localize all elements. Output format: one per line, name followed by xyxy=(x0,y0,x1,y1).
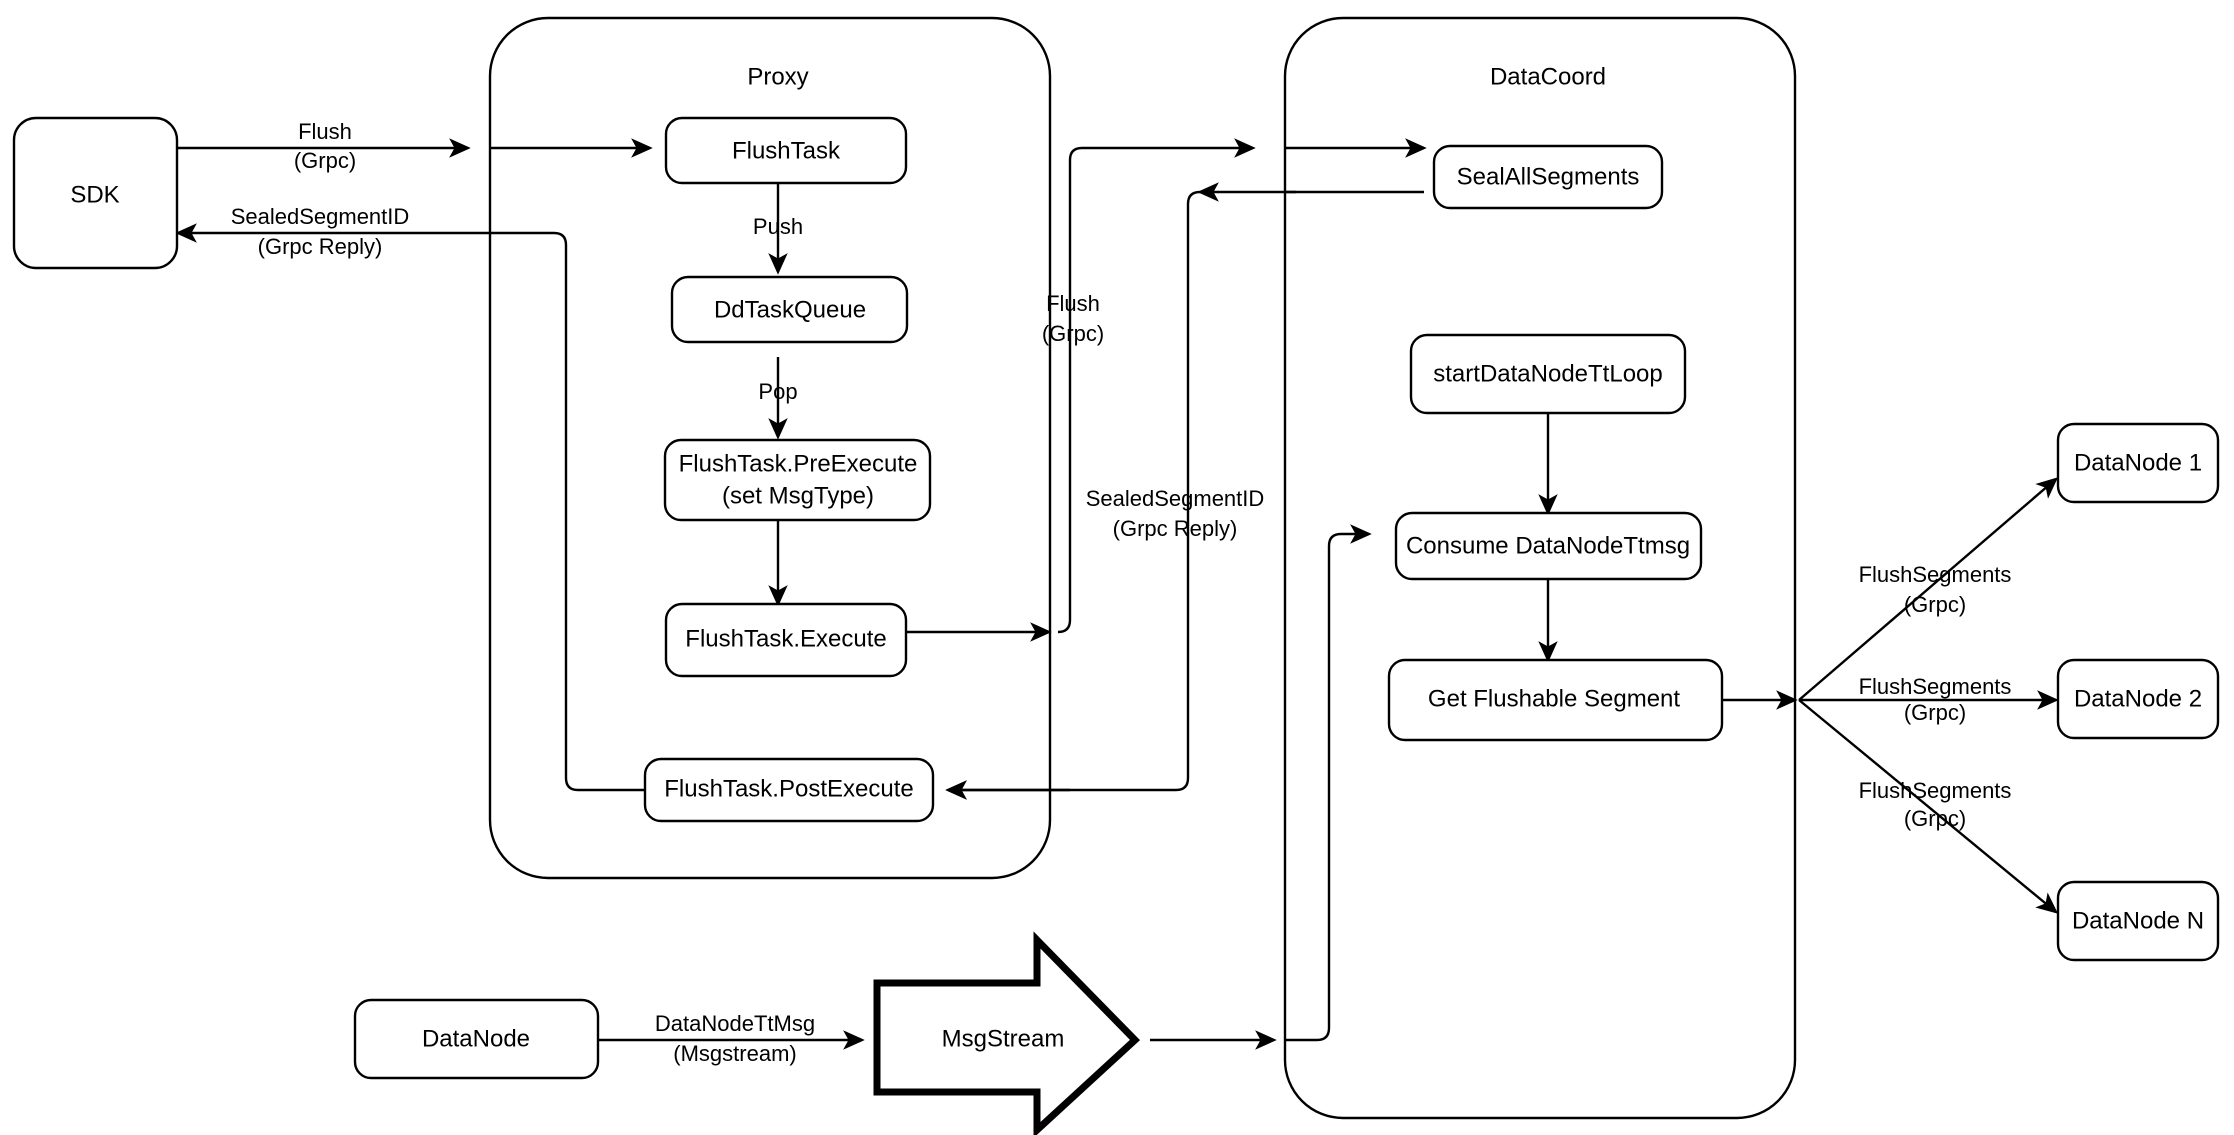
edge-label-coord-reply-line1: SealedSegmentID xyxy=(1086,486,1265,511)
edge-label-proxy-flush-line2: (Grpc) xyxy=(1042,321,1104,346)
node-consume-datanode-ttmsg-label: Consume DataNodeTtmsg xyxy=(1406,532,1690,559)
edge-label-push: Push xyxy=(753,214,803,239)
edge-label-datanodettmsg-line2: (Msgstream) xyxy=(673,1041,796,1066)
edge-label-flushsegments-2-line1: FlushSegments xyxy=(1859,674,2012,699)
node-flushtask-preexecute-label-line2: (set MsgType) xyxy=(722,482,874,509)
node-seal-all-segments-label: SealAllSegments xyxy=(1457,163,1640,190)
node-datanode-n-label: DataNode N xyxy=(2072,907,2204,934)
node-get-flushable-segment[interactable] xyxy=(1387,658,1724,742)
node-start-datanode-tt-loop-label: startDataNodeTtLoop xyxy=(1433,360,1662,387)
node-start-datanode-tt-loop[interactable] xyxy=(1409,333,1687,415)
node-flushtask-execute-label: FlushTask.Execute xyxy=(685,625,886,652)
edge-label-sealedsegmentid-line2: (Grpc Reply) xyxy=(258,234,383,259)
node-flushtask-postexecute[interactable] xyxy=(643,757,935,823)
node-flushtask-preexecute-label-line1: FlushTask.PreExecute xyxy=(679,450,918,477)
group-proxy-label: Proxy xyxy=(747,63,808,90)
node-consume-datanode-ttmsg[interactable] xyxy=(1394,511,1703,581)
edge-postexecute-to-sdk xyxy=(175,223,645,792)
node-datanode-2-label: DataNode 2 xyxy=(2074,685,2202,712)
node-dd-task-queue-label: DdTaskQueue xyxy=(714,296,866,323)
node-datanode-1-label: DataNode 1 xyxy=(2074,449,2202,476)
node-datanode-source[interactable] xyxy=(353,998,600,1080)
node-flushtask-preexecute[interactable] xyxy=(663,438,932,522)
node-sdk-label: SDK xyxy=(70,181,119,208)
node-msgstream-label: MsgStream xyxy=(942,1025,1065,1052)
node-flush-task-label: FlushTask xyxy=(732,137,841,164)
node-datanode-source-label: DataNode xyxy=(422,1025,530,1052)
node-flush-task[interactable] xyxy=(664,116,908,185)
edge-label-flushsegments-1-line2: (Grpc) xyxy=(1904,592,1966,617)
node-get-flushable-segment-label: Get Flushable Segment xyxy=(1428,685,1680,712)
node-seal-all-segments[interactable] xyxy=(1432,144,1664,210)
node-msgstream[interactable] xyxy=(873,931,1141,1135)
edge-proxy-to-datacoord-flush xyxy=(1057,138,1256,634)
edge-label-datanodettmsg-line1: DataNodeTtMsg xyxy=(655,1011,815,1036)
node-datanode-2[interactable] xyxy=(2056,658,2220,740)
node-sdk[interactable] xyxy=(12,116,179,270)
edge-label-coord-reply-line2: (Grpc Reply) xyxy=(1113,516,1238,541)
edge-label-flush-grpc-line2: (Grpc) xyxy=(294,148,356,173)
edge-label-pop: Pop xyxy=(758,379,797,404)
edge-label-flushsegments-n-line2: (Grpc) xyxy=(1904,806,1966,831)
edge-junction-to-datanode-1 xyxy=(1798,477,2059,701)
edge-datacoord-to-postexecute xyxy=(945,190,1201,800)
node-dd-task-queue[interactable] xyxy=(670,275,909,344)
edge-label-flushsegments-1-line1: FlushSegments xyxy=(1859,562,2012,587)
node-flushtask-execute[interactable] xyxy=(664,602,908,678)
edge-label-proxy-flush-line1: Flush xyxy=(1046,291,1100,316)
node-flushtask-postexecute-label: FlushTask.PostExecute xyxy=(664,775,913,802)
node-datanode-n[interactable] xyxy=(2056,880,2220,962)
edge-label-sealedsegmentid-line1: SealedSegmentID xyxy=(231,204,410,229)
group-datacoord-label: DataCoord xyxy=(1490,63,1606,90)
edge-label-flushsegments-n-line1: FlushSegments xyxy=(1859,778,2012,803)
edge-datacoord-boundary-to-consume xyxy=(1285,524,1372,1042)
edge-junction-to-datanode-n xyxy=(1798,699,2059,914)
edge-label-flush-grpc-line1: Flush xyxy=(298,119,352,144)
node-datanode-1[interactable] xyxy=(2056,422,2220,504)
edge-label-flushsegments-2-line2: (Grpc) xyxy=(1904,700,1966,725)
